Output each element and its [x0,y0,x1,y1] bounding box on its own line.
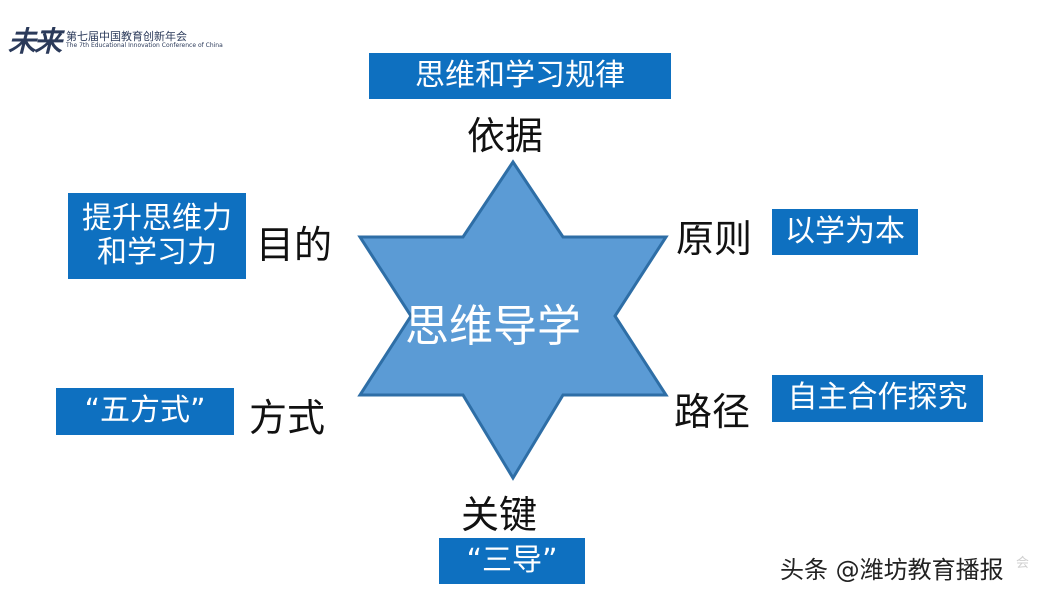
conference-subtitle: The 7th Educational Innovation Conferenc… [66,41,223,49]
label-upper-right: 原则 [676,217,753,261]
label-bottom: 关键 [461,493,538,537]
label-top: 依据 [467,114,544,158]
watermark-faint: 会 [1016,556,1030,571]
box-lower-right: 自主合作探究 [772,375,983,422]
box-lower-left-text: “五方式” [84,393,206,429]
conference-title: 第七届中国教育创新年会 [66,29,188,43]
watermark: 头条 @潍坊教育播报 [780,556,1004,584]
box-lower-right-text: 自主合作探究 [787,380,968,416]
box-top: 思维和学习规律 [369,53,671,99]
label-upper-left: 目的 [256,223,333,267]
box-upper-left: 提升思维力 和学习力 [68,193,246,279]
logo-text: 第七届中国教育创新年会 The 7th Educational Innovati… [66,29,223,50]
box-bottom: “三导” [439,538,585,584]
logo-mark: 未来 [8,25,62,58]
label-lower-right: 路径 [674,390,751,434]
six-point-star [357,159,669,481]
label-lower-left: 方式 [249,396,326,440]
conference-logo: 未来 第七届中国教育创新年会 The 7th Educational Innov… [8,20,223,60]
box-upper-left-line1: 提升思维力 [82,200,232,236]
center-label: 思维导学 [405,301,581,352]
box-top-text: 思维和学习规律 [415,57,625,93]
box-upper-left-line2: 和学习力 [97,235,217,270]
box-lower-left: “五方式” [56,388,234,435]
box-upper-right-text: 以学为本 [785,213,905,249]
box-bottom-text: “三导” [466,542,558,578]
box-upper-right: 以学为本 [772,209,918,255]
